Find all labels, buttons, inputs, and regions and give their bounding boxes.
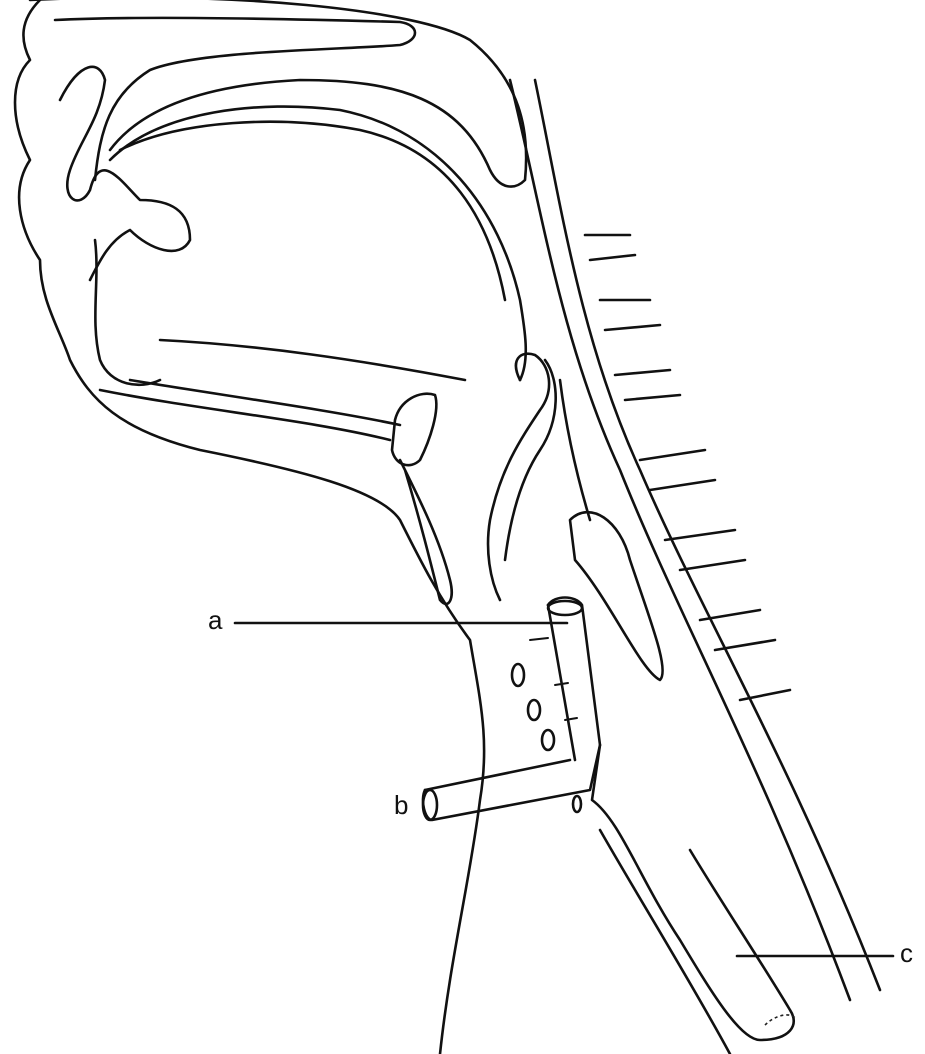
label-a: a <box>208 605 223 635</box>
pharynx <box>486 352 592 602</box>
palate <box>98 338 467 606</box>
nasal-structures <box>58 65 192 387</box>
label-c: c <box>900 938 913 968</box>
t-tube <box>421 596 796 1042</box>
spine <box>508 78 882 1002</box>
skull-outline <box>13 0 528 1054</box>
tracheal-rings <box>510 637 583 814</box>
label-b: b <box>394 790 409 820</box>
neck-anterior <box>598 828 732 1054</box>
